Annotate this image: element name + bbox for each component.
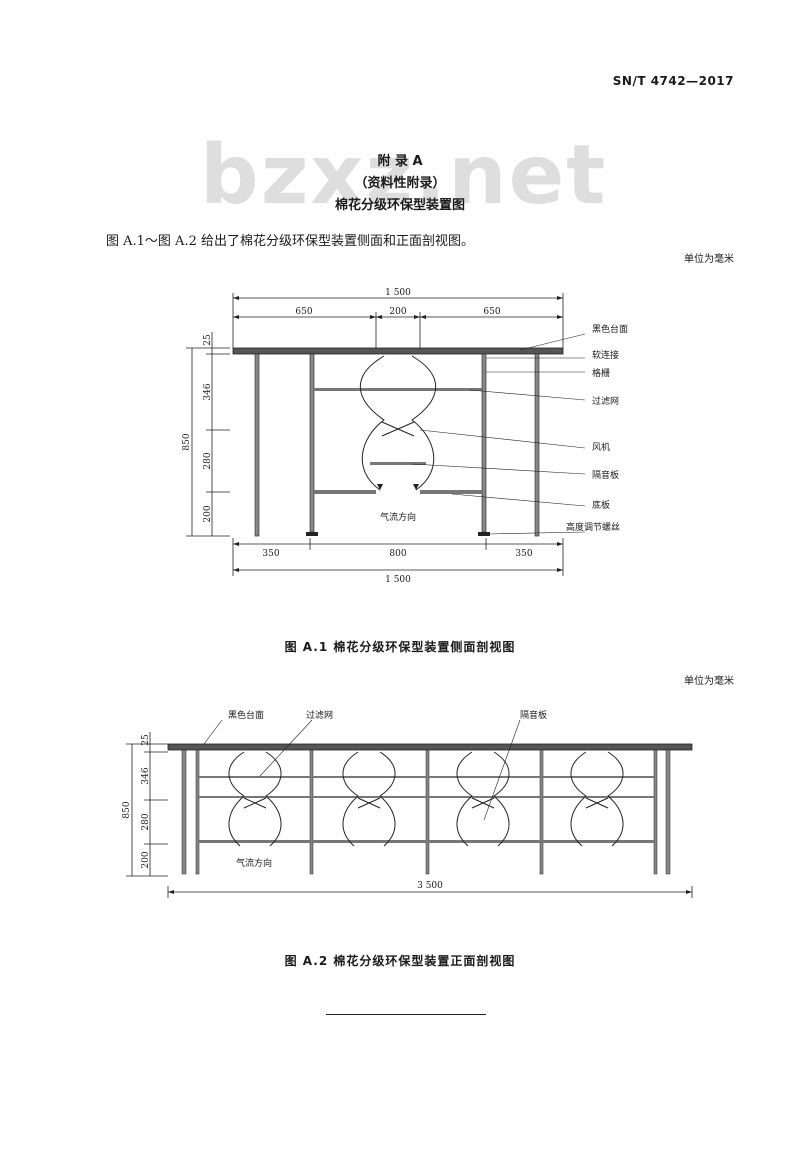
annex-subtitle: （资料性附录）: [354, 176, 446, 191]
dim-top-mid: 200: [389, 307, 406, 317]
label-height-screw: 高度调节螺丝: [566, 521, 620, 533]
intro-paragraph: 图 A.1～图 A.2 给出了棉花分级环保型装置侧面和正面剖视图。: [106, 234, 474, 249]
f2-duct-units: [228, 751, 624, 847]
unit-note-fig2: 单位为毫米: [684, 676, 734, 687]
label-grille: 格栅: [592, 367, 610, 379]
annex-title: 附 录 A: [377, 154, 423, 169]
f2-dim-total: 3 500: [417, 881, 443, 891]
f2-black-tabletop: [167, 743, 693, 751]
f2-label-black-tabletop: 黑色台面: [228, 709, 264, 721]
frame-legs: [254, 353, 540, 537]
f2-dim-v-346: 346: [141, 767, 151, 784]
label-filter: 过滤网: [592, 395, 619, 407]
airflow-duct: [359, 355, 437, 491]
f2-label-filter: 过滤网: [306, 709, 333, 721]
bottom-plate-right: [420, 490, 482, 494]
label-black-tabletop: 黑色台面: [592, 323, 628, 335]
standard-code: SN/T 4742—2017: [612, 74, 734, 88]
dim-top-left: 650: [295, 307, 312, 317]
dim-bot-right: 350: [515, 549, 532, 559]
dim-top-total: 1 500: [385, 288, 411, 298]
figure-a1-caption: 图 A.1 棉花分级环保型装置侧面剖视图: [284, 640, 516, 654]
dim-bot-mid: 800: [389, 549, 406, 559]
f2-dim-v-850: 850: [122, 801, 132, 818]
f2-dim-v-25: 25: [141, 734, 151, 746]
annex-name: 棉花分级环保型装置图: [334, 198, 465, 213]
label-fan: 风机: [592, 441, 610, 453]
figure-a1-side-section: 1 500 650 200 650 25 346 850 280 200 350…: [182, 288, 628, 585]
sound-panel: [370, 462, 426, 465]
bottom-plate-left: [314, 490, 376, 494]
dim-v-25: 25: [203, 334, 213, 346]
end-rule: [326, 1014, 486, 1015]
f2-dim-v-200: 200: [141, 851, 151, 868]
f2-dim-v-280: 280: [141, 813, 151, 830]
dim-v-346: 346: [203, 383, 213, 400]
foot-left: [306, 532, 318, 536]
watermark: bzxz.net: [200, 128, 608, 223]
dim-v-200: 200: [203, 505, 213, 522]
figure-a2-caption: 图 A.2 棉花分级环保型装置正面剖视图: [284, 954, 516, 968]
dim-v-280: 280: [203, 452, 213, 469]
dim-v-850: 850: [182, 433, 192, 450]
f2-airflow-label: 气流方向: [236, 857, 272, 869]
filter-screen: [314, 388, 482, 391]
f2-rails: [199, 776, 654, 843]
f2-frame-legs: [181, 749, 671, 875]
unit-note-fig1: 单位为毫米: [684, 254, 734, 265]
f2-label-sound-panel: 隔音板: [520, 709, 547, 721]
figure-a2-front-section: 25 346 850 280 200 3 500: [122, 709, 693, 898]
foot-right: [478, 532, 490, 536]
label-sound-panel: 隔音板: [592, 469, 619, 481]
dim-bot-total: 1 500: [385, 575, 411, 585]
airflow-label: 气流方向: [380, 511, 416, 523]
label-bottom-plate: 底板: [592, 499, 610, 511]
dim-bot-left: 350: [262, 549, 279, 559]
label-soft-joint: 软连接: [592, 349, 619, 361]
dim-top-right: 650: [483, 307, 500, 317]
black-tabletop: [232, 347, 564, 355]
